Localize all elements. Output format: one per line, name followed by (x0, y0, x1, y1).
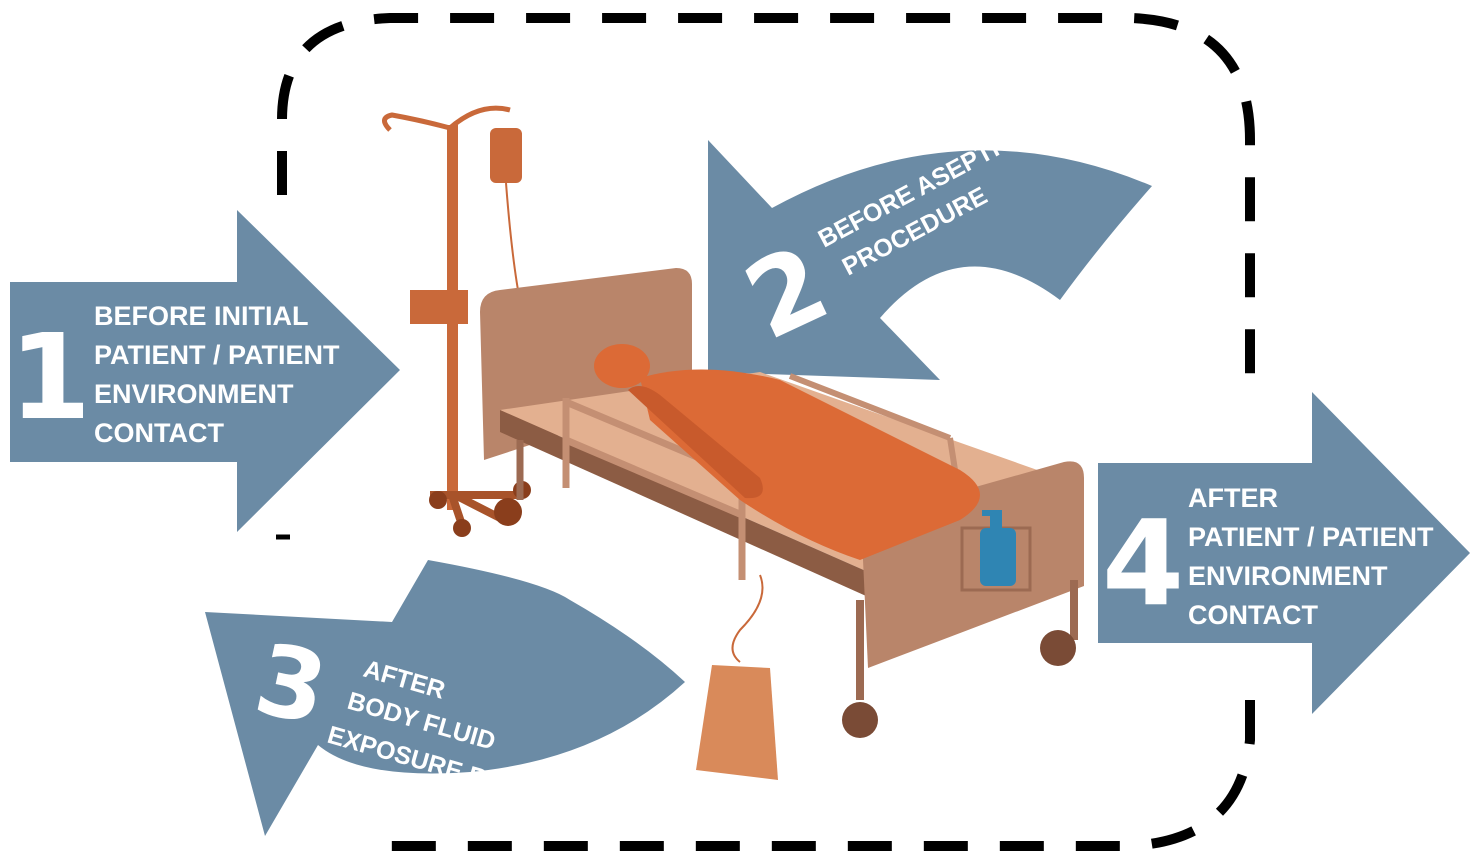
bed-side-rail-far (788, 373, 958, 471)
iv-pole-hooks (382, 105, 511, 132)
sanitizer-nozzle (982, 510, 994, 516)
iv-wheel (429, 491, 447, 509)
right-arrow-icon (1098, 392, 1470, 714)
patient-body (640, 369, 980, 560)
moment-4-number: 4 (1102, 494, 1184, 632)
moment-4-arrow: 4 AFTER PATIENT / PATIENT ENVIRONMENT CO… (1098, 392, 1470, 714)
moment-1-line-3: ENVIRONMENT (94, 379, 294, 409)
moment-1-arrow: 1 BEFORE INITIAL PATIENT / PATIENT ENVIR… (9, 210, 400, 532)
patient-figure (594, 344, 980, 560)
sanitizer-bottle (980, 528, 1016, 586)
iv-stand (382, 105, 621, 537)
moment-2-arrow: 2 BEFORE ASEPTIC PROCEDURE (708, 126, 1152, 380)
moment-1-line-2: PATIENT / PATIENT (94, 340, 340, 370)
drainage-bag-body (696, 665, 778, 780)
moment-4-line-1: AFTER (1188, 483, 1278, 513)
bed-frame-side (500, 410, 875, 600)
moment-4-line-2: PATIENT / PATIENT (1188, 522, 1434, 552)
patient-head (594, 344, 650, 388)
iv-wheel (453, 519, 471, 537)
moment-4-line-3: ENVIRONMENT (1188, 561, 1388, 591)
moment-4-line-4: CONTACT (1188, 600, 1318, 630)
iv-tray (410, 290, 468, 324)
drainage-tube (731, 574, 764, 663)
moment-1-line-4: CONTACT (94, 418, 224, 448)
bed-side-rail (562, 398, 746, 580)
curved-arrow-icon (205, 560, 685, 836)
iv-wheel (494, 498, 522, 526)
iv-bag (490, 128, 522, 183)
bed-wheel (1040, 630, 1076, 666)
patient-arm (628, 386, 763, 499)
moment-1-number: 1 (9, 308, 91, 446)
bed-wheel (842, 702, 878, 738)
hand-sanitizer (960, 510, 1032, 592)
curved-arrow-icon (708, 140, 1152, 380)
right-arrow-icon (10, 210, 400, 532)
moment-1-line-1: BEFORE INITIAL (94, 301, 309, 331)
moment-3-arrow: 3 AFTER BODY FLUID EXPOSURE RISK (205, 560, 685, 836)
drainage-bag (696, 574, 778, 780)
